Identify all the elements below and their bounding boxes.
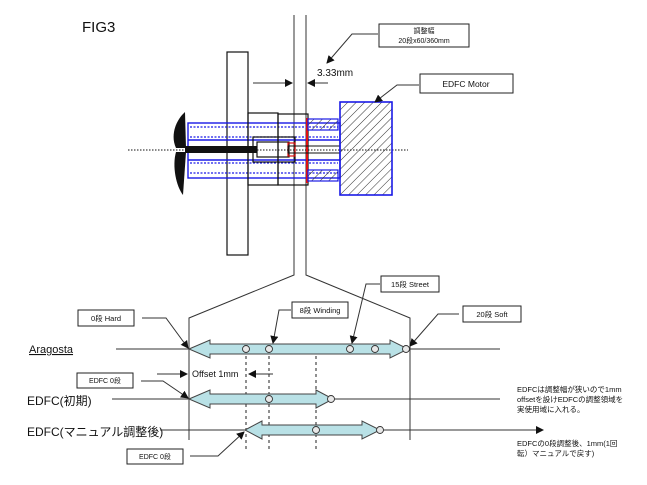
- motor-label: EDFC Motor: [442, 79, 489, 89]
- plate-disc: [226, 51, 249, 256]
- adjust-range-leader: [326, 33, 378, 64]
- street-callout: [380, 275, 440, 293]
- edfc-initial-marker-end: [327, 395, 335, 403]
- mechanism-section: 3.33mm 調整幅 20段x60/360mm EDFC Motor: [128, 15, 514, 272]
- note1-line3: 実使用域に入れる。: [517, 404, 585, 414]
- soft-callout: [462, 305, 522, 323]
- aragosta-marker-winding: [265, 345, 273, 353]
- edfc-initial-range-arrow: [187, 389, 335, 409]
- edfc-zero-initial-leader: [141, 380, 189, 399]
- row-label-edfc-initial: EDFC(初期): [27, 394, 92, 408]
- edfc-manual-marker-mid: [312, 426, 320, 434]
- coupler-upper: [307, 118, 339, 131]
- inner-bore: [256, 141, 290, 158]
- row-label-edfc-manual: EDFC(マニュアル調整後): [27, 424, 163, 439]
- edfc-zero-manual-leader: [190, 431, 245, 457]
- adjust-range-callout: [378, 23, 470, 48]
- aragosta-marker-a: [242, 345, 250, 353]
- note2-line1: EDFCの0段調整後、1mm(1回: [517, 438, 617, 448]
- shaft-tip-lower: [174, 152, 186, 195]
- note1-line2: offsetを設けEDFCの調整領域を: [517, 394, 623, 404]
- note1-line1: EDFCは調整幅が狭いので1mm: [517, 384, 622, 394]
- coupler-lower: [307, 169, 339, 182]
- aragosta-marker-soft: [402, 345, 410, 353]
- edfc-zero-initial-label: EDFC 0段: [89, 376, 121, 385]
- soft-label: 20段 Soft: [476, 309, 508, 319]
- adjust-range-line2: 20段x60/360mm: [398, 36, 450, 45]
- edfc-zero-manual-callout: [126, 448, 184, 465]
- hard-leader: [142, 317, 189, 349]
- note2-line2: 転）マニュアルで戻す): [517, 448, 595, 458]
- motor-leader: [374, 84, 419, 103]
- scale-section: Aragosta EDFC(初期) EDFC(マニュアル調整後) Offset …: [27, 275, 623, 465]
- street-leader: [349, 283, 380, 344]
- winding-label: 8段 Winding: [300, 305, 341, 315]
- shaft-tip-upper: [173, 112, 186, 148]
- hard-callout: [77, 309, 135, 327]
- street-label: 15段 Street: [391, 279, 430, 289]
- edfc-zero-initial-callout: [76, 372, 134, 389]
- figure-title: FIG3: [82, 19, 115, 36]
- winding-callout: [291, 301, 349, 319]
- winding-leader: [270, 309, 291, 344]
- hard-label: 0段 Hard: [91, 313, 121, 323]
- edfc-initial-marker-mid: [265, 395, 273, 403]
- edfc-zero-manual-label: EDFC 0段: [139, 452, 171, 461]
- shaft-rod: [185, 146, 257, 153]
- soft-leader: [409, 313, 459, 347]
- motor-callout: [419, 73, 514, 94]
- aragosta-marker-street: [346, 345, 354, 353]
- gap-label: 3.33mm: [317, 68, 353, 79]
- zoom-funnel-left: [188, 272, 295, 440]
- zoom-funnel-right: [305, 272, 411, 440]
- edfc-motor-block: [339, 101, 393, 196]
- edfc-manual-marker-end: [376, 426, 384, 434]
- aragosta-marker-d: [371, 345, 379, 353]
- adjust-range-line1: 調整幅: [414, 26, 435, 35]
- row-label-aragosta: Aragosta: [29, 344, 74, 356]
- offset-label: Offset 1mm: [192, 369, 238, 379]
